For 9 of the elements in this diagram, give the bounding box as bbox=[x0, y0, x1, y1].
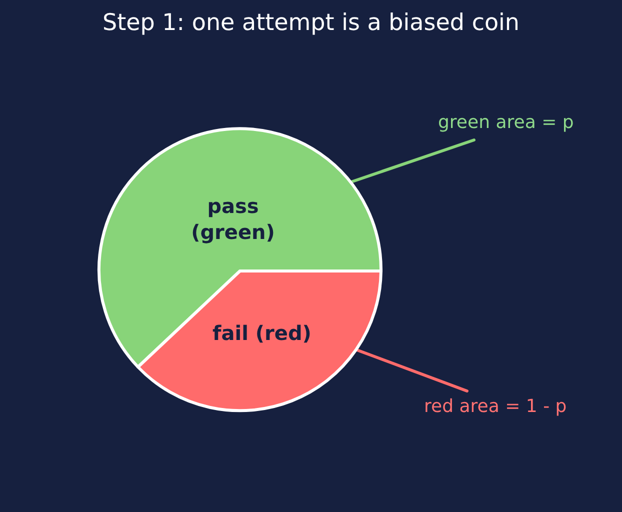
slice-label: fail (red) bbox=[212, 320, 312, 346]
slice-label: pass (green) bbox=[190, 193, 276, 245]
leader-line bbox=[356, 348, 468, 392]
callout-label: green area = p bbox=[438, 112, 574, 133]
pie-slice bbox=[136, 270, 382, 412]
chart-title: Step 1: one attempt is a biased coin bbox=[102, 10, 520, 36]
leader-line bbox=[350, 138, 476, 184]
pie-slice bbox=[98, 127, 382, 368]
callout-label: red area = 1 - p bbox=[424, 396, 567, 417]
